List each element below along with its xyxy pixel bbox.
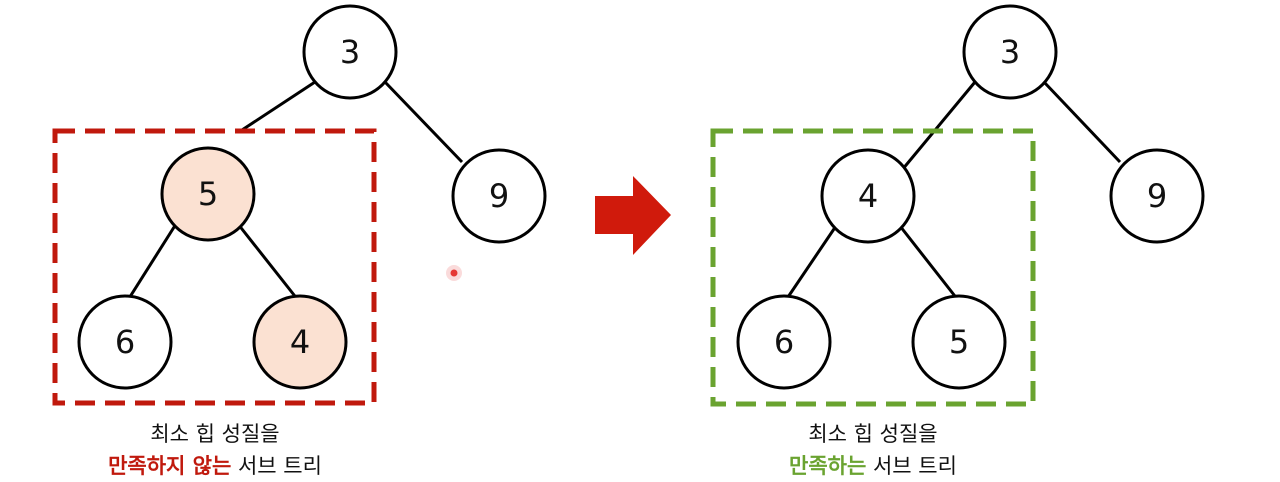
left-tree-node-left-left-label: 6 xyxy=(115,323,135,361)
caption-right-line2: 만족하는 서브 트리 xyxy=(708,450,1038,482)
caption-right-emphasis: 만족하는 xyxy=(789,454,867,478)
left-edge-root-left xyxy=(241,80,316,132)
right-tree-node-left-left: 6 xyxy=(736,294,832,390)
right-edge-root-right xyxy=(1042,80,1122,164)
left-tree-node-left-right: 4 xyxy=(252,294,348,390)
left-edge-root-right xyxy=(383,80,464,164)
left-tree-node-root: 3 xyxy=(302,4,398,100)
right-tree: 3 4 9 6 5 xyxy=(710,4,1205,407)
right-tree-node-left-right-label: 5 xyxy=(949,323,969,361)
cursor-dot-icon xyxy=(446,265,462,281)
caption-right-line1: 최소 힙 성질을 xyxy=(808,422,938,446)
caption-left-emphasis: 만족하지 않는 xyxy=(108,454,232,478)
right-edge-left-leftleft xyxy=(784,225,838,301)
caption-left-line1: 최소 힙 성질을 xyxy=(150,422,280,446)
right-tree-node-right-label: 9 xyxy=(1147,177,1167,215)
left-tree: 3 5 9 6 4 xyxy=(52,4,547,406)
right-edge-root-left xyxy=(900,81,977,171)
right-arrow-icon xyxy=(595,176,671,255)
right-tree-node-left-right: 5 xyxy=(911,294,1007,390)
right-tree-node-left: 4 xyxy=(820,148,916,244)
right-tree-node-left-label: 4 xyxy=(858,177,878,215)
left-tree-node-right: 9 xyxy=(451,148,547,244)
right-edge-left-leftright xyxy=(898,225,960,301)
unsatisfied-subtree-box xyxy=(52,128,377,406)
right-tree-node-root: 3 xyxy=(962,4,1058,100)
satisfied-subtree-caption: 최소 힙 성질을 만족하는 서브 트리 xyxy=(708,418,1038,482)
caption-left-rest: 서브 트리 xyxy=(231,454,322,478)
left-edge-left-leftright xyxy=(236,223,300,301)
unsatisfied-subtree-caption: 최소 힙 성질을 만족하지 않는 서브 트리 xyxy=(50,418,380,482)
caption-left-line2: 만족하지 않는 서브 트리 xyxy=(50,450,380,482)
caption-right-rest: 서브 트리 xyxy=(866,454,957,478)
satisfied-subtree-box xyxy=(710,128,1036,407)
left-edge-left-leftleft xyxy=(126,223,178,301)
left-tree-node-left: 5 xyxy=(160,146,256,242)
right-tree-node-left-left-label: 6 xyxy=(774,323,794,361)
left-tree-node-right-label: 9 xyxy=(489,177,509,215)
left-tree-node-left-left: 6 xyxy=(77,294,173,390)
left-tree-node-root-label: 3 xyxy=(340,33,360,71)
right-tree-node-right: 9 xyxy=(1109,148,1205,244)
left-tree-node-left-label: 5 xyxy=(198,175,218,213)
right-tree-node-root-label: 3 xyxy=(1000,33,1020,71)
left-tree-node-left-right-label: 4 xyxy=(290,323,310,361)
